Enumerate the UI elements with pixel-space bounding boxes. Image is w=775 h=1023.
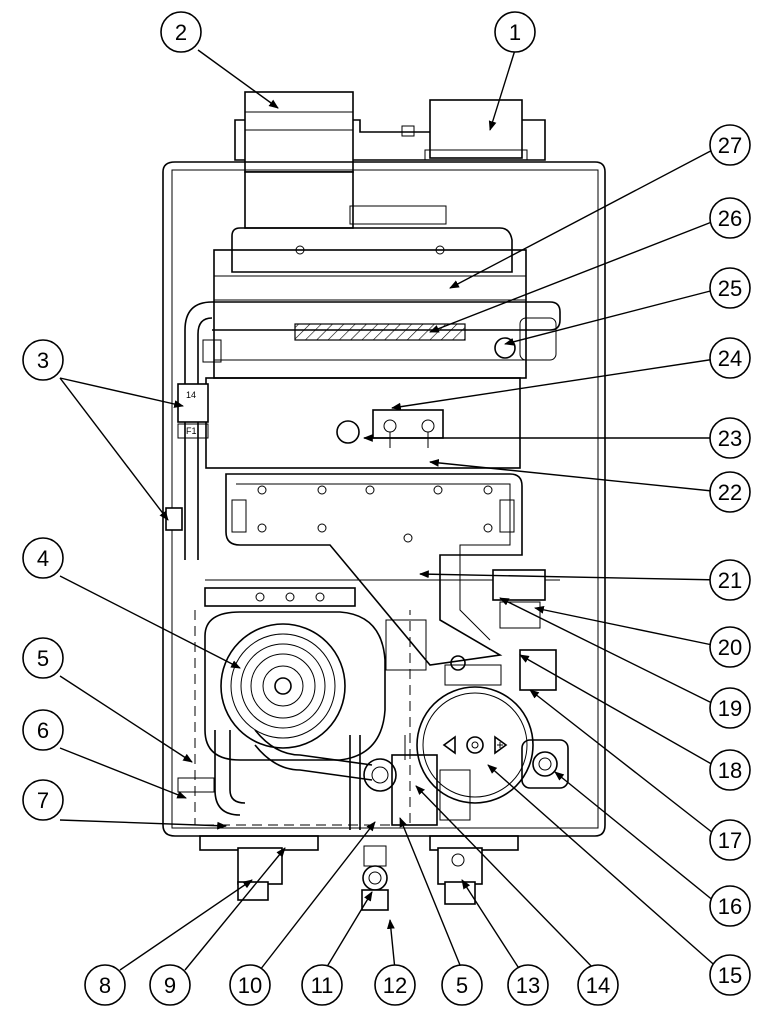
callout-26-label: 26 [718, 206, 742, 231]
callout-5-left-label: 5 [37, 646, 49, 671]
callout-19-label: 19 [718, 696, 742, 721]
callout-17: 17 [709, 819, 751, 861]
callout-18: 18 [709, 749, 751, 791]
callout-22: 22 [709, 471, 751, 513]
temperature-switches: 14 F1 [165, 383, 209, 531]
callout-15: 15 [709, 954, 751, 996]
callout-20-label: 20 [718, 635, 742, 660]
callout-6-label: 6 [37, 718, 49, 743]
burner-box [205, 377, 521, 469]
callout-16: 16 [709, 885, 751, 927]
heat-exchanger-cover [213, 227, 527, 379]
switch-bottom-label: F1 [186, 426, 197, 436]
callout-13-label: 13 [516, 973, 540, 998]
callout-7-label: 7 [37, 788, 49, 813]
callout-2-label: 2 [175, 20, 187, 45]
callout-19: 19 [709, 687, 751, 729]
callout-18-label: 18 [718, 758, 742, 783]
callout-3: 3 [22, 339, 64, 381]
gas-valve [416, 655, 534, 804]
callout-15-label: 15 [718, 963, 742, 988]
callout-5-bottom: 5 [441, 964, 483, 1006]
callout-13: 13 [507, 964, 549, 1006]
callout-22-label: 22 [718, 480, 742, 505]
leader-lines [59, 49, 723, 971]
callout-6: 6 [22, 709, 64, 751]
callout-25: 25 [709, 267, 751, 309]
gas-manifold [225, 473, 523, 666]
callout-27: 27 [709, 124, 751, 166]
callout-16-label: 16 [718, 894, 742, 919]
callout-23-label: 23 [718, 426, 742, 451]
callout-5-bottom-label: 5 [456, 973, 468, 998]
callout-3-label: 3 [37, 348, 49, 373]
callout-14-label: 14 [586, 973, 610, 998]
callout-27-label: 27 [718, 133, 742, 158]
water-pipes [184, 301, 561, 560]
callout-8: 8 [84, 964, 126, 1006]
bottom-connections [199, 835, 519, 911]
callout-11-label: 11 [311, 973, 334, 998]
callout-21-label: 21 [718, 568, 742, 593]
callout-4: 4 [22, 537, 64, 579]
callout-9-label: 9 [164, 973, 176, 998]
callout-7: 7 [22, 779, 64, 821]
callout-10-label: 10 [238, 973, 262, 998]
callout-5-left: 5 [22, 637, 64, 679]
switch-top-label: 14 [186, 390, 196, 400]
callouts: 1 2 3 4 5 6 7 8 9 10 11 12 5 13 14 15 16… [22, 11, 751, 1006]
intake-collar [424, 99, 528, 161]
lower-piping [177, 729, 471, 830]
callout-1: 1 [494, 11, 536, 53]
callout-4-label: 4 [37, 546, 49, 571]
callout-24-label: 24 [718, 346, 742, 371]
callout-21: 21 [709, 559, 751, 601]
callout-24: 24 [709, 337, 751, 379]
outer-casing [162, 161, 606, 837]
callout-12-label: 12 [383, 973, 407, 998]
insulation-hatch [294, 323, 466, 341]
callout-10: 10 [229, 964, 271, 1006]
callout-17-label: 17 [718, 828, 742, 853]
exhaust-collar [244, 91, 354, 173]
combustion-fan [204, 611, 386, 761]
callout-1-label: 1 [509, 20, 521, 45]
callout-25-label: 25 [718, 276, 742, 301]
callout-11: 11 [301, 964, 343, 1006]
callout-20: 20 [709, 626, 751, 668]
callout-14: 14 [577, 964, 619, 1006]
callout-12: 12 [374, 964, 416, 1006]
callout-23: 23 [709, 417, 751, 459]
exhaust-duct [244, 171, 447, 229]
callout-8-label: 8 [99, 973, 111, 998]
callout-26: 26 [709, 197, 751, 239]
callout-9: 9 [149, 964, 191, 1006]
callout-2: 2 [160, 11, 202, 53]
